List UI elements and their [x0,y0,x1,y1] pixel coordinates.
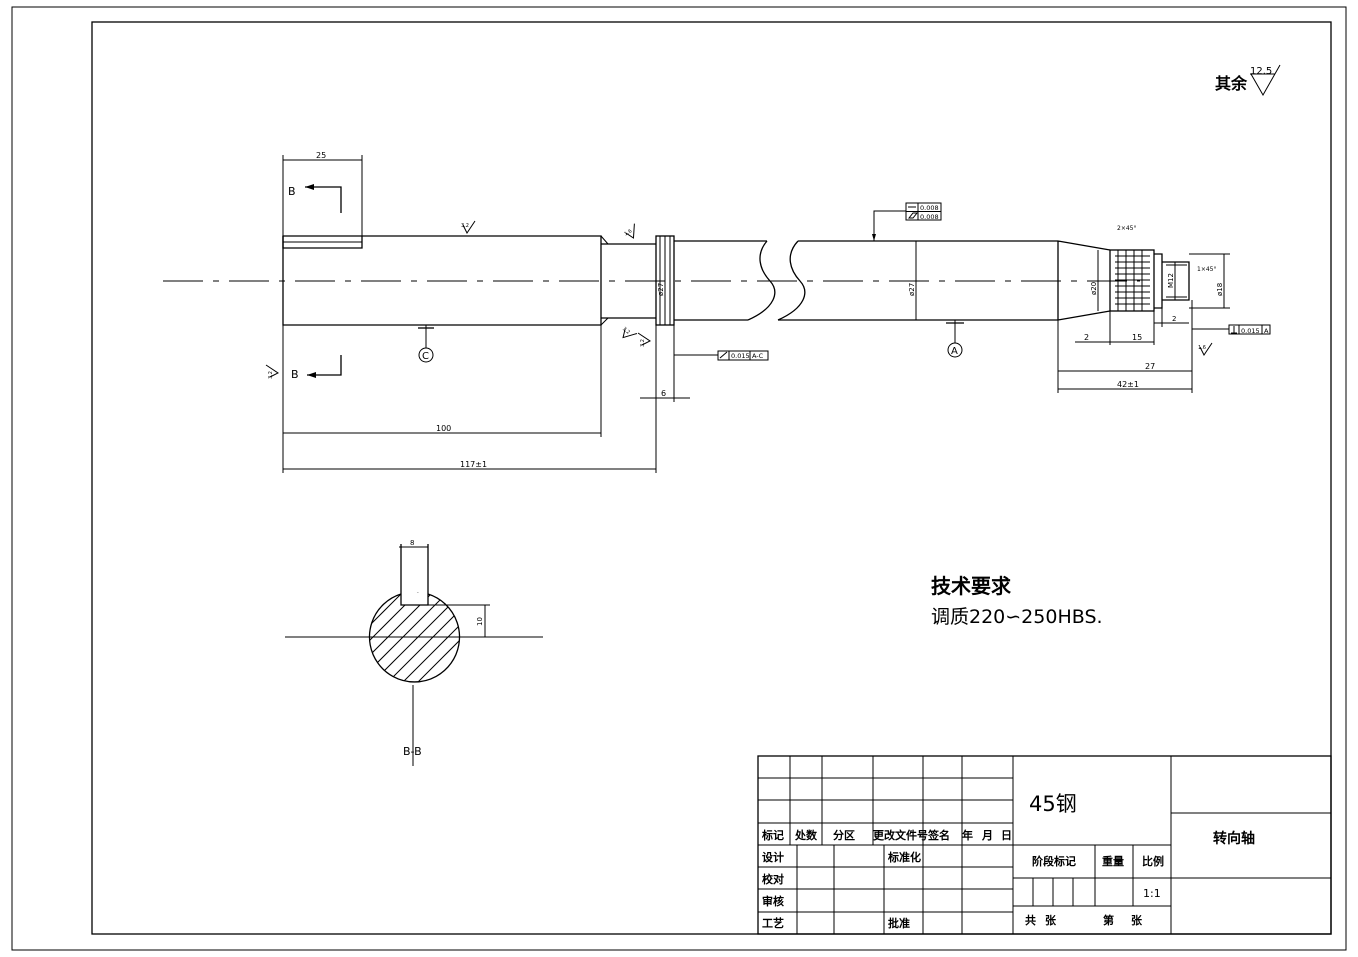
surface-finish-note: 其余 12.5 [1215,64,1281,97]
datum-c: C [418,325,434,363]
svg-text:B-B: B-B [403,745,422,758]
svg-text:2×45°: 2×45° [1117,225,1136,232]
tech-title: 技术要求 [931,574,1012,598]
title-block: 标记 处数 分区 更改文件号 签名 年 月 日 设计 校对 审核 工艺 标准化 … [757,755,1332,935]
svg-text:0.015: 0.015 [1241,327,1260,335]
datum-a: A [946,320,964,358]
svg-text:校对: 校对 [762,872,784,886]
svg-text:标准化: 标准化 [887,850,921,864]
svg-text:B: B [288,185,296,198]
svg-text:A: A [1264,327,1269,335]
tolerance-frame-perp: 0.015 A [1192,324,1271,335]
dimension-text: 25 100 117±1 6 2 15 27 42±1 2 2×45° 1×45… [316,151,1224,469]
svg-text:ø20: ø20 [1090,282,1098,295]
inner-frame [91,21,1332,935]
svg-text:标记: 标记 [761,828,784,842]
svg-text:工艺: 工艺 [762,916,784,930]
svg-text:张: 张 [1045,913,1057,927]
svg-text:0.008: 0.008 [920,213,939,221]
tech-line1: 调质220∽250HBS. [931,606,1103,628]
svg-text:审核: 审核 [762,894,784,908]
material: 45钢 [1029,792,1077,816]
svg-text:批准: 批准 [888,916,910,930]
svg-text:2: 2 [1172,315,1176,323]
svg-text:阶段标记: 阶段标记 [1032,854,1076,868]
svg-text:M12: M12 [1167,273,1175,288]
svg-text:处数: 处数 [794,828,818,842]
tech-requirements: 技术要求 调质220∽250HBS. [931,574,1103,628]
svg-text:0.015: 0.015 [731,352,750,360]
svg-text:2: 2 [1084,333,1089,342]
outer-frame [11,6,1347,951]
svg-text:比例: 比例 [1142,854,1164,868]
svg-text:27: 27 [1145,362,1155,371]
svg-text:12.5: 12.5 [1250,66,1272,77]
svg-text:A: A [951,346,958,357]
svg-text:A-C: A-C [752,352,764,360]
svg-text:25: 25 [316,151,326,160]
part-name: 转向轴 [1213,830,1255,847]
svg-text:3.2: 3.2 [640,339,646,347]
svg-text:8: 8 [410,539,414,547]
svg-text:100: 100 [436,424,451,433]
roughness-marks: 3.2 1.6 3.2 3.2 3.2 1.6 [265,220,1213,379]
svg-text:签名: 签名 [927,828,950,842]
svg-text:3.2: 3.2 [621,326,631,336]
svg-text:0.008: 0.008 [920,204,939,212]
shaft-front-view [163,235,1190,326]
svg-text:第: 第 [1103,913,1114,927]
svg-text:42±1: 42±1 [1117,380,1139,389]
svg-text:更改文件号: 更改文件号 [873,828,928,842]
svg-text:ø18: ø18 [1216,283,1224,296]
svg-text:ø27: ø27 [657,283,665,296]
svg-text:月: 月 [981,829,993,842]
svg-text:6: 6 [661,389,666,398]
svg-text:设计: 设计 [762,850,784,864]
svg-text:117±1: 117±1 [460,460,487,469]
svg-text:年: 年 [962,828,973,842]
tolerance-frame-runout: 0.015 A-C [674,350,769,361]
svg-text:共: 共 [1025,913,1036,927]
svg-text:分区: 分区 [833,828,855,842]
svg-text:重量: 重量 [1102,854,1124,868]
svg-text:其余: 其余 [1215,74,1248,93]
tolerance-frame-top: 0.008 0.008 [872,202,942,241]
svg-text:1×45°: 1×45° [1197,266,1216,273]
section-bb-view: 8 10 B-B [285,539,543,766]
svg-text:15: 15 [1132,333,1142,342]
svg-text:3.2: 3.2 [461,223,469,229]
svg-text:ø27: ø27 [908,283,916,296]
svg-text:张: 张 [1131,913,1143,927]
svg-text:1.6: 1.6 [1198,345,1206,351]
svg-text:C: C [422,351,429,362]
svg-text:10: 10 [476,617,484,626]
svg-text:1:1: 1:1 [1143,887,1161,900]
svg-text:3.2: 3.2 [268,371,274,379]
section-markers: B B [288,184,342,381]
svg-text:1.6: 1.6 [623,228,633,237]
svg-text:B: B [291,368,299,381]
svg-text:日: 日 [1001,829,1012,842]
dimensions [282,155,1230,473]
